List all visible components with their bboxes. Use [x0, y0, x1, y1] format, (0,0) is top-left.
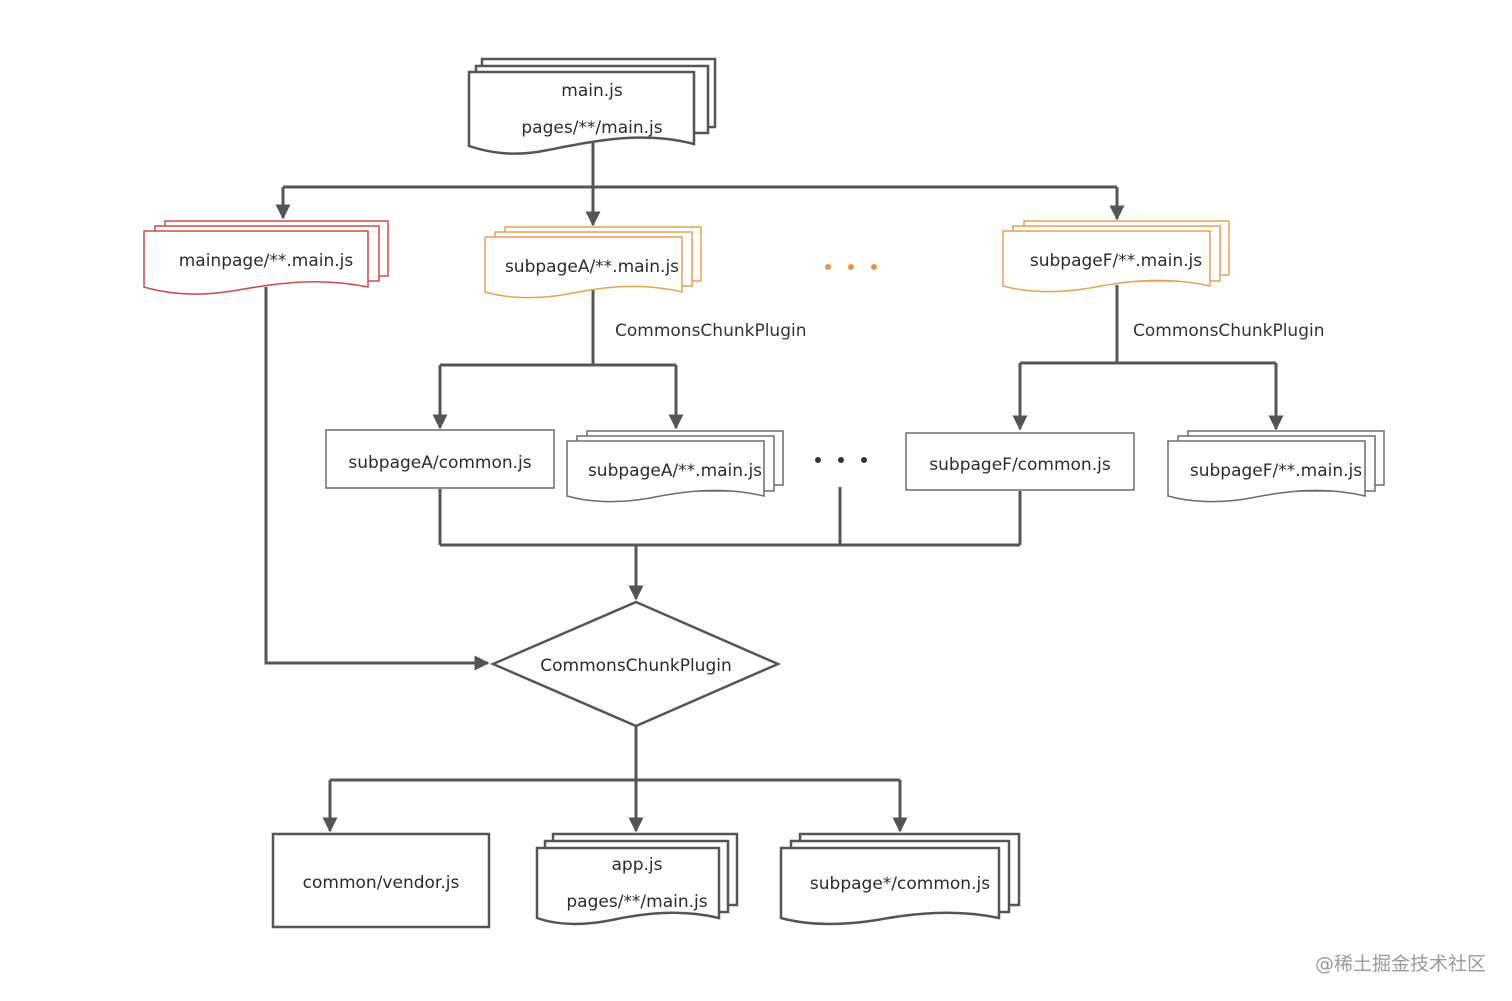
- node-subpage-common-shape: [779, 846, 1001, 926]
- node-subpageA-main-shape: [566, 440, 765, 503]
- connectors: [264, 140, 1284, 833]
- node-subpageA-common-shape: [325, 429, 555, 489]
- node-subpageA-label: subpageA/**.main.js: [505, 257, 679, 277]
- node-subpageA: subpageA/**.main.js: [484, 226, 702, 299]
- node-root-line1: main.js: [561, 81, 623, 101]
- node-subpageF-main-label: subpageF/**.main.js: [1190, 461, 1362, 481]
- node-subpageF-common: subpageF/common.js: [905, 432, 1135, 491]
- node-subpageF-main: subpageF/**.main.js: [1167, 430, 1385, 503]
- edge-label-commonschunk-f: CommonsChunkPlugin: [1133, 321, 1325, 341]
- node-subpageA-common: subpageA/common.js: [325, 429, 555, 489]
- edge-label-commonschunk-a: CommonsChunkPlugin: [615, 321, 807, 341]
- ellipsis-top: [825, 264, 877, 270]
- node-subpageA-shape: [484, 236, 683, 299]
- node-vendor-shape: [271, 832, 491, 929]
- node-root-shape: [467, 70, 696, 155]
- ellipsis-middle: [815, 457, 867, 463]
- node-subpageF: subpageF/**.main.js: [1002, 220, 1230, 293]
- node-decision-label: CommonsChunkPlugin: [540, 656, 732, 676]
- node-app: app.js pages/**/main.js: [535, 832, 739, 926]
- node-subpageF-common-label: subpageF/common.js: [929, 455, 1111, 475]
- node-subpageA-common-label: subpageA/common.js: [348, 453, 531, 473]
- node-vendor-label: common/vendor.js: [303, 873, 460, 893]
- node-subpageF-shape: [1002, 230, 1211, 293]
- node-subpage-common-label: subpage*/common.js: [810, 874, 990, 894]
- node-mainpage-label: mainpage/**.main.js: [179, 251, 354, 271]
- node-subpageA-main-label: subpageA/**.main.js: [588, 461, 762, 481]
- node-root-line2: pages/**/main.js: [521, 118, 662, 138]
- node-subpageF-main-shape: [1167, 440, 1366, 503]
- node-subpage-common: subpage*/common.js: [779, 832, 1021, 926]
- node-decision: CommonsChunkPlugin: [489, 600, 782, 728]
- node-subpageA-main: subpageA/**.main.js: [566, 430, 784, 503]
- node-app-line2: pages/**/main.js: [566, 892, 707, 912]
- node-mainpage-shape: [143, 230, 369, 295]
- node-subpageF-label: subpageF/**.main.js: [1030, 251, 1202, 271]
- node-app-shape: [535, 846, 721, 926]
- node-app-line1: app.js: [612, 855, 663, 875]
- watermark: @稀土掘金技术社区: [1315, 953, 1486, 975]
- node-mainpage: mainpage/**.main.js: [143, 220, 389, 295]
- node-decision-shape: [489, 600, 782, 728]
- node-root: main.js pages/**/main.js: [467, 57, 717, 155]
- node-vendor: common/vendor.js: [271, 832, 491, 929]
- arrow-mainpage-to-decision: [264, 287, 490, 671]
- node-subpageF-common-shape: [905, 432, 1135, 491]
